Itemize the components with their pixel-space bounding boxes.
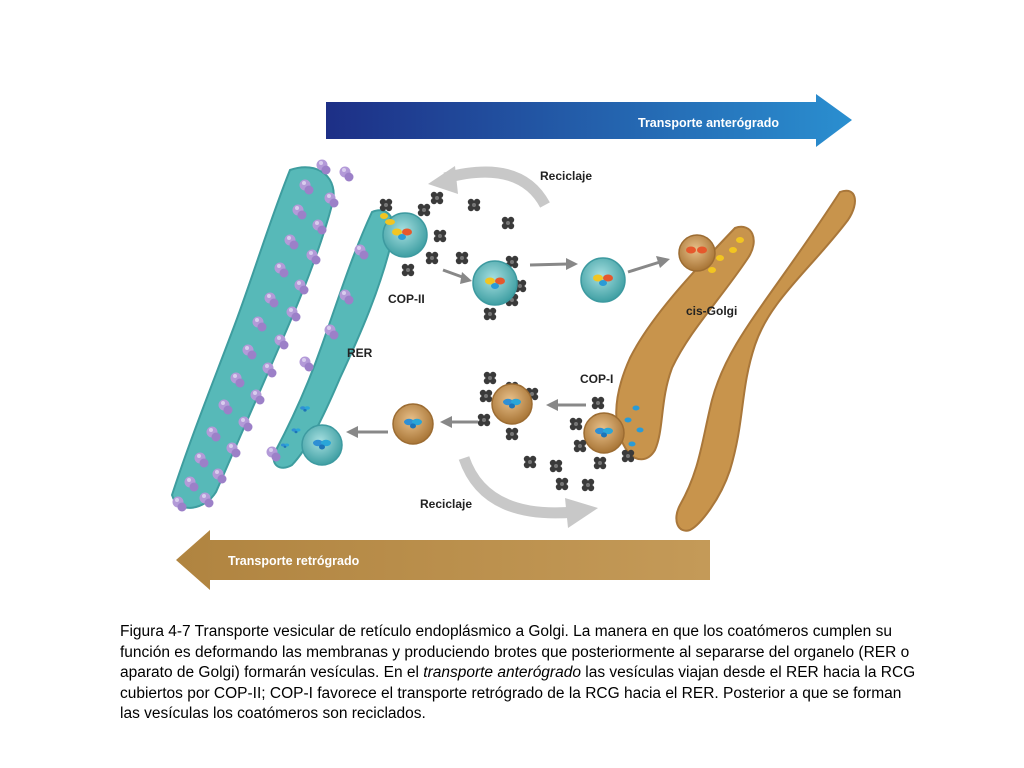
caption-emphasis: transporte anterógrado	[423, 664, 581, 682]
arrow-copi-3	[346, 426, 388, 438]
copi-budding-vesicle	[583, 412, 625, 454]
uncoated-vesicle-anterograde	[580, 257, 626, 303]
arrow-copi-1	[546, 399, 586, 411]
recycle-bottom-label: Reciclaje	[420, 497, 472, 511]
arrow-copii-2	[529, 258, 578, 270]
copi-label: COP-I	[580, 372, 613, 386]
recycle-arrow-bottom: Reciclaje	[420, 456, 598, 528]
anterograde-arrow: Transporte anterógrado	[326, 94, 852, 147]
cis-golgi-label: cis-Golgi	[686, 304, 737, 318]
copii-budding-vesicle	[379, 198, 447, 258]
caption-text-2: las vesículas viajan desde el RER hacia …	[120, 664, 916, 723]
rer-label: RER	[347, 346, 373, 360]
golgi-cisterna	[675, 189, 856, 532]
retrograde-arrow: Transporte retrógrado	[176, 530, 710, 590]
vesicular-transport-diagram: Transporte anterógrado Transporte retróg…	[170, 94, 856, 590]
arrow-copi-2	[440, 416, 478, 428]
golgi-fusing-vesicle	[678, 234, 716, 272]
copii-label: COP-II	[388, 292, 425, 306]
retrograde-label: Transporte retrógrado	[228, 554, 360, 568]
figure-caption: Figura 4-7 Transporte vesicular de retíc…	[120, 622, 920, 725]
copi-vesicle	[491, 383, 533, 425]
caption-text-1: Figura 4-7 Transporte vesicular de retíc…	[120, 623, 910, 682]
arrow-copii-1	[442, 268, 472, 284]
anterograde-label: Transporte anterógrado	[638, 116, 779, 130]
rer-fusing-vesicle	[301, 424, 343, 466]
copii-vesicle	[472, 260, 518, 306]
cis-golgi-membrane	[615, 225, 755, 461]
uncoated-vesicle-retrograde	[392, 403, 434, 445]
recycle-top-label: Reciclaje	[540, 169, 592, 183]
recycle-arrow-top: Reciclaje	[428, 166, 592, 208]
rer-membrane-left	[170, 166, 335, 509]
arrow-copii-3	[627, 256, 670, 274]
